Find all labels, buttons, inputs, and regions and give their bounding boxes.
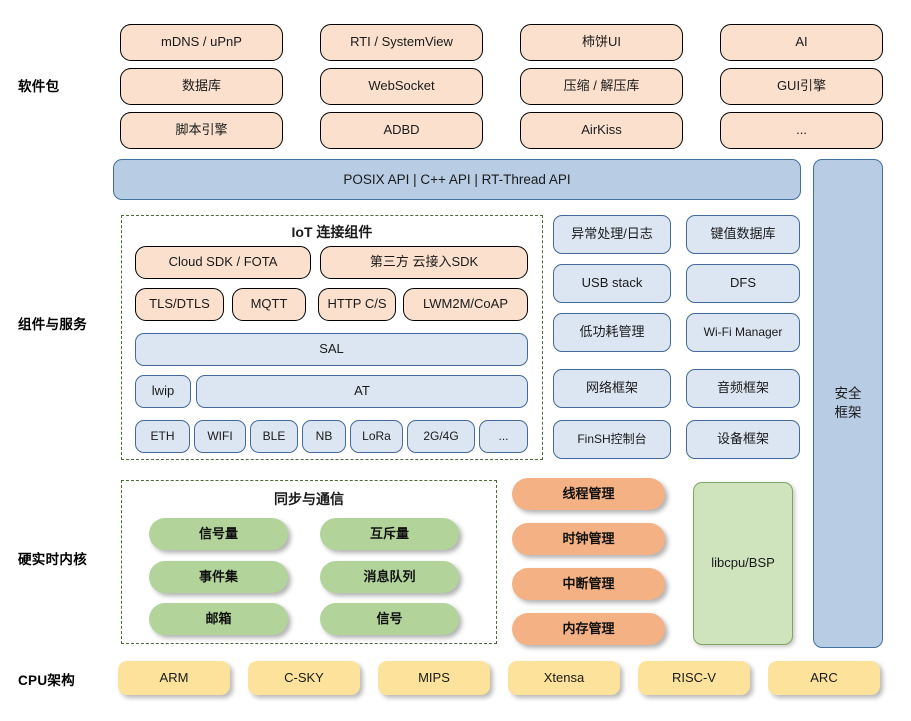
iot-connectivity-title: IoT 连接组件 [291,224,373,240]
kernel-management-box[interactable]: 时钟管理 [512,523,665,555]
iot-protocol-box[interactable]: LWM2M/CoAP [403,288,528,321]
package-box[interactable]: AirKiss [520,112,683,149]
cpu-arch-box[interactable]: ARC [768,661,880,695]
kernel-sync-box[interactable]: 互斥量 [320,518,459,550]
api-bar[interactable]: POSIX API | C++ API | RT-Thread API [113,159,801,200]
iot-link-box[interactable]: NB [302,420,346,453]
kernel-sync-box[interactable]: 信号 [320,603,459,635]
component-box[interactable]: USB stack [553,264,671,303]
section-label-cpu-architecture: CPU架构 [18,673,76,688]
security-framework-label-line2: 框架 [834,404,862,420]
iot-cloud-box[interactable]: Cloud SDK / FOTA [135,246,311,279]
iot-link-box[interactable]: WIFI [194,420,246,453]
cpu-arch-box[interactable]: RISC-V [638,661,750,695]
iot-link-box[interactable]: BLE [250,420,298,453]
cpu-arch-box[interactable]: Xtensa [508,661,620,695]
package-box[interactable]: RTI / SystemView [320,24,483,61]
package-box[interactable]: GUI引擎 [720,68,883,105]
component-box[interactable]: 设备框架 [686,420,800,459]
kernel-sync-box[interactable]: 信号量 [149,518,288,550]
sync-communication-container [121,480,497,644]
package-box[interactable]: WebSocket [320,68,483,105]
component-box[interactable]: DFS [686,264,800,303]
package-box[interactable]: 脚本引擎 [120,112,283,149]
component-box[interactable]: 低功耗管理 [553,313,671,352]
cpu-arch-box[interactable]: C-SKY [248,661,360,695]
package-box[interactable]: mDNS / uPnP [120,24,283,61]
iot-protocol-box[interactable]: TLS/DTLS [135,288,224,321]
component-box[interactable]: Wi-Fi Manager [686,313,800,352]
iot-sal-box[interactable]: SAL [135,333,528,366]
cpu-arch-box[interactable]: ARM [118,661,230,695]
component-box[interactable]: 音频框架 [686,369,800,408]
iot-link-box[interactable]: LoRa [350,420,403,453]
kernel-management-box[interactable]: 内存管理 [512,613,665,645]
component-box[interactable]: FinSH控制台 [553,420,671,459]
kernel-sync-box[interactable]: 消息队列 [320,561,459,593]
security-framework-box[interactable]: 安全 框架 [813,159,883,648]
iot-link-box[interactable]: ETH [135,420,190,453]
kernel-sync-box[interactable]: 邮箱 [149,603,288,635]
section-label-hard-realtime-kernel: 硬实时内核 [18,552,87,567]
iot-cloud-box[interactable]: 第三方 云接入SDK [320,246,528,279]
component-box[interactable]: 异常处理/日志 [553,215,671,254]
package-box[interactable]: ... [720,112,883,149]
iot-at-box[interactable]: AT [196,375,528,408]
iot-link-box[interactable]: 2G/4G [407,420,475,453]
section-label-software-packages: 软件包 [18,79,60,94]
cpu-arch-box[interactable]: MIPS [378,661,490,695]
iot-lwip-box[interactable]: lwip [135,375,191,408]
kernel-management-box[interactable]: 线程管理 [512,478,665,510]
iot-protocol-box[interactable]: MQTT [232,288,306,321]
component-box[interactable]: 网络框架 [553,369,671,408]
iot-protocol-box[interactable]: HTTP C/S [318,288,396,321]
iot-connectivity-container [121,215,543,460]
sync-communication-title: 同步与通信 [274,491,344,507]
package-box[interactable]: 数据库 [120,68,283,105]
security-framework-label-line1: 安全 [834,386,862,402]
package-box[interactable]: AI [720,24,883,61]
libcpu-bsp-box[interactable]: libcpu/BSP [693,482,793,645]
kernel-sync-box[interactable]: 事件集 [149,561,288,593]
iot-link-box[interactable]: ... [479,420,528,453]
kernel-management-box[interactable]: 中断管理 [512,568,665,600]
package-box[interactable]: 柿饼UI [520,24,683,61]
component-box[interactable]: 键值数据库 [686,215,800,254]
section-label-components-services: 组件与服务 [18,317,87,332]
package-box[interactable]: 压缩 / 解压库 [520,68,683,105]
package-box[interactable]: ADBD [320,112,483,149]
